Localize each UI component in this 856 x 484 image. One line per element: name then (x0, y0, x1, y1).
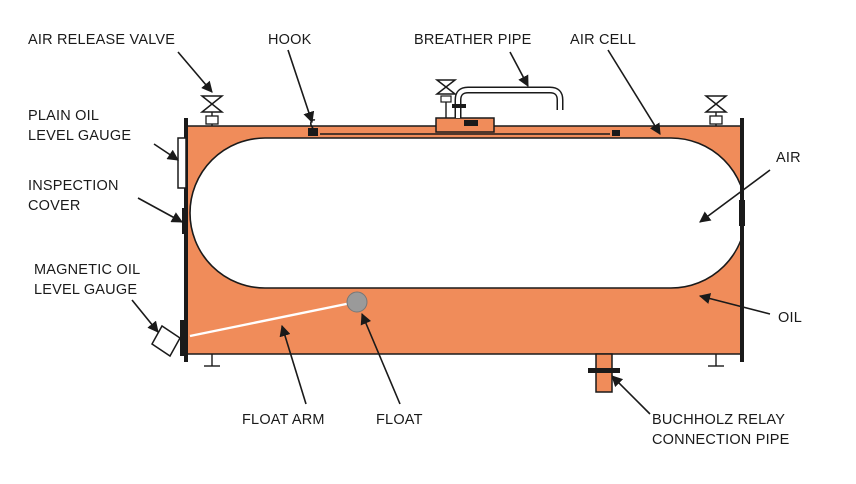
leader-inspection-cover (137, 197, 183, 223)
air-cell-mask (744, 126, 756, 354)
inspection-cover (182, 208, 188, 234)
air-cell (189, 137, 747, 289)
breather-pipe (434, 79, 564, 133)
label-float: FLOAT (376, 412, 423, 428)
air-release-valve-left (199, 95, 225, 126)
leader-hook (287, 49, 315, 124)
leader-float-arm (279, 324, 307, 405)
magnetic-oil-level-gauge (151, 320, 188, 358)
leader-air-cell (607, 49, 661, 135)
leader-float (360, 312, 401, 405)
label-inspection-2: COVER (28, 198, 81, 214)
leader-plain-oil-gauge (153, 143, 179, 161)
label-buchholz-2: CONNECTION PIPE (652, 432, 790, 448)
label-buchholz-1: BUCHHOLZ RELAY (652, 412, 785, 428)
air-release-valve-right (703, 95, 729, 126)
buchholz-connection-pipe (588, 353, 620, 393)
label-plain-oil-gauge-1: PLAIN OIL (28, 108, 99, 124)
float-arm (189, 300, 357, 338)
label-plain-oil-gauge-2: LEVEL GAUGE (28, 128, 131, 144)
label-oil: OIL (778, 310, 802, 326)
label-float-arm: FLOAT ARM (242, 412, 325, 428)
label-air: AIR (776, 150, 801, 166)
plain-oil-level-gauge (177, 137, 187, 189)
float (346, 291, 368, 313)
hook-mount (308, 128, 318, 136)
leader-magnetic-gauge (131, 299, 159, 333)
leader-breather-pipe (509, 51, 529, 87)
label-hook: HOOK (268, 32, 312, 48)
label-air-release-valve: AIR RELEASE VALVE (28, 32, 175, 48)
leader-air (699, 169, 771, 223)
label-magnetic-1: MAGNETIC OIL (34, 262, 140, 278)
label-magnetic-2: LEVEL GAUGE (34, 282, 137, 298)
label-air-cell: AIR CELL (570, 32, 636, 48)
label-breather-pipe: BREATHER PIPE (414, 32, 532, 48)
label-inspection-1: INSPECTION (28, 178, 119, 194)
leader-buchholz (611, 375, 651, 415)
leader-oil (698, 293, 771, 315)
leader-air-release-valve (177, 51, 213, 93)
